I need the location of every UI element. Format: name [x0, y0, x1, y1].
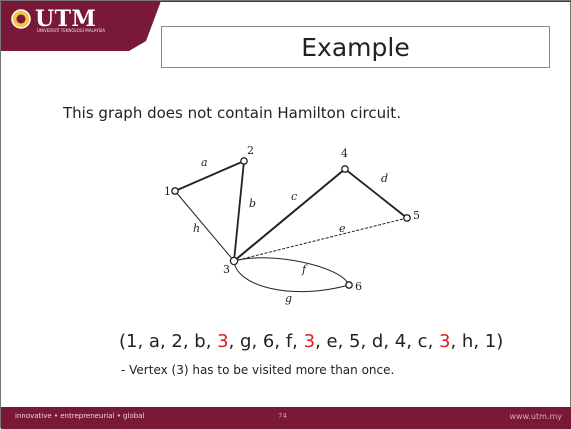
sequence-token: (1, a, 2, b, — [119, 331, 218, 352]
edge-label-h: h — [193, 222, 200, 235]
vertex-label-2: 2 — [247, 144, 254, 157]
footer-tagline: innovative • entrepreneurial • global — [15, 412, 145, 420]
edge-a — [174, 160, 245, 192]
edge-label-e: e — [339, 222, 346, 235]
edge-c — [233, 168, 346, 262]
edge-e — [233, 217, 408, 262]
footer-bar: innovative • entrepreneurial • global 74… — [1, 407, 571, 429]
utm-logo: UTM — [11, 4, 96, 34]
vertex-3 — [229, 256, 239, 266]
walk-sequence: (1, a, 2, b, 3, g, 6, f, 3, e, 5, d, 4, … — [119, 331, 503, 352]
sequence-token: , h, 1) — [450, 331, 504, 352]
header-brand-shape — [1, 1, 161, 51]
vertex-label-4: 4 — [341, 147, 348, 160]
edge-label-d: d — [381, 172, 388, 185]
edge-label-f: f — [301, 263, 308, 276]
vertex-1 — [171, 187, 179, 195]
sequence-token-highlight: 3 — [303, 331, 316, 352]
vertex-label-1: 1 — [164, 185, 171, 198]
header-band — [1, 1, 571, 51]
crest-icon — [11, 9, 31, 29]
slide-subtitle: This graph does not contain Hamilton cir… — [63, 104, 401, 122]
vertex-6 — [345, 281, 353, 289]
slide-title: Example — [301, 32, 410, 62]
edge-label-g: g — [285, 292, 292, 305]
footer-url: www.utm.my — [509, 412, 562, 421]
title-box: Example — [161, 26, 550, 68]
edge-label-b: b — [249, 197, 256, 210]
edge-g — [233, 260, 350, 293]
sequence-token-highlight: 3 — [217, 331, 229, 352]
edge-b — [233, 160, 245, 262]
logo-subtext: UNIVERSITI TEKNOLOGI MALAYSIA — [37, 28, 106, 33]
edge-label-a: a — [201, 156, 208, 169]
edge-label-c: c — [291, 190, 297, 203]
edge-d — [344, 168, 408, 219]
sequence-token-highlight: 3 — [439, 331, 451, 352]
edge-h — [174, 190, 235, 262]
logo-text: UTM — [35, 6, 97, 32]
sequence-token: , g, 6, f, — [228, 331, 304, 352]
vertex-label-3: 3 — [223, 263, 230, 276]
vertex-2 — [240, 157, 248, 165]
page-number: 74 — [278, 412, 287, 420]
vertex-label-6: 6 — [355, 280, 362, 293]
vertex-5 — [403, 214, 411, 222]
note-text: - Vertex (3) has to be visited more than… — [121, 363, 395, 377]
edge-f — [233, 257, 350, 286]
vertex-label-5: 5 — [413, 209, 420, 222]
vertex-4 — [341, 165, 349, 173]
sequence-token: , e, 5, d, 4, c, — [315, 331, 440, 352]
